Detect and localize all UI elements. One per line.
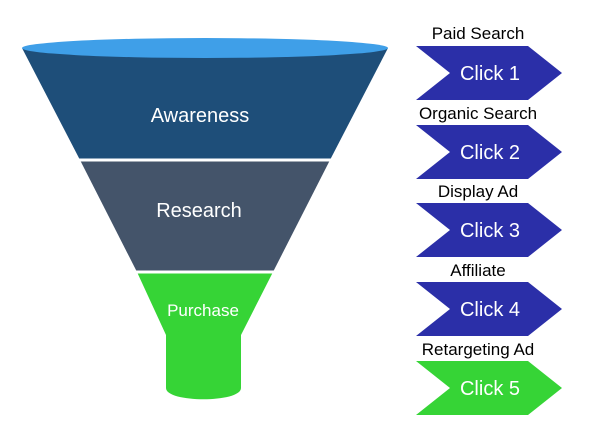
click-label-5: Click 5	[460, 378, 520, 400]
click-path: Paid Search Click 1 Organic Search Click…	[416, 24, 562, 415]
funnel-stage-label-research: Research	[156, 200, 242, 222]
funnel: Awareness Research Purchase	[22, 38, 388, 400]
funnel-stage-label-awareness: Awareness	[151, 105, 250, 127]
click-chevron	[416, 125, 562, 179]
click-step: Retargeting Ad Click 5	[416, 340, 562, 415]
click-step: Organic Search Click 2	[416, 104, 562, 179]
click-chevron	[416, 46, 562, 100]
funnel-spout-rim	[166, 330, 241, 342]
channel-label-affiliate: Affiliate	[450, 261, 505, 280]
click-label-4: Click 4	[460, 299, 520, 321]
channel-label-paid-search: Paid Search	[432, 24, 525, 43]
click-chevron	[416, 282, 562, 336]
funnel-stage-research	[80, 160, 330, 272]
click-label-3: Click 3	[460, 220, 520, 242]
channel-label-display-ad: Display Ad	[438, 182, 518, 201]
click-step: Paid Search Click 1	[416, 24, 562, 100]
channel-label-retargeting-ad: Retargeting Ad	[422, 340, 534, 359]
funnel-stage-label-purchase: Purchase	[167, 301, 239, 320]
channel-label-organic-search: Organic Search	[419, 104, 537, 123]
click-step: Display Ad Click 3	[416, 182, 562, 257]
click-chevron	[416, 361, 562, 415]
funnel-stage-awareness	[22, 48, 388, 160]
click-label-1: Click 1	[460, 63, 520, 85]
click-chevron	[416, 203, 562, 257]
click-label-2: Click 2	[460, 142, 520, 164]
funnel-rim	[22, 38, 388, 58]
click-step: Affiliate Click 4	[416, 261, 562, 336]
